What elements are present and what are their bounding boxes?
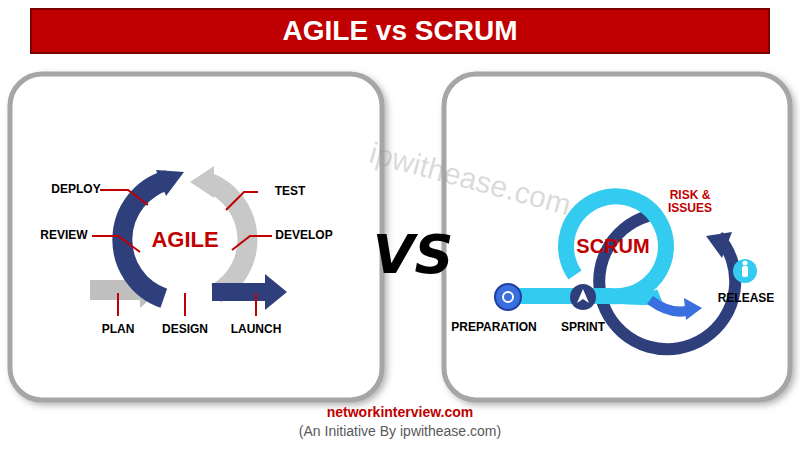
agile-cycle xyxy=(90,166,287,316)
step-label: DEPLOY xyxy=(51,183,100,196)
risk-label: RISK & ISSUES xyxy=(664,189,716,215)
site-note: (An Initiative By ipwithease.com) xyxy=(299,424,501,439)
step-label: PREPARATION xyxy=(451,321,537,334)
step-label: LAUNCH xyxy=(231,323,282,336)
versus-text: VS xyxy=(373,225,454,284)
agile-center: AGILE xyxy=(151,227,218,253)
scrum-center: SCRUM xyxy=(576,235,649,258)
step-label: SPRINT xyxy=(561,321,605,334)
step-label: PLAN xyxy=(102,323,135,336)
step-label: TEST xyxy=(275,185,306,198)
title: AGILE vs SCRUM xyxy=(283,15,518,47)
step-label: DEVELOP xyxy=(275,229,332,242)
title-band: AGILE vs SCRUM xyxy=(30,8,770,54)
step-label: RELEASE xyxy=(718,292,775,305)
step-label: REVIEW xyxy=(40,229,87,242)
cycle-node: AGILE xyxy=(151,227,218,253)
site-name: networkinterview.com xyxy=(327,405,474,420)
step-label: DESIGN xyxy=(162,323,208,336)
cycle-node: SCRUM xyxy=(576,235,649,258)
